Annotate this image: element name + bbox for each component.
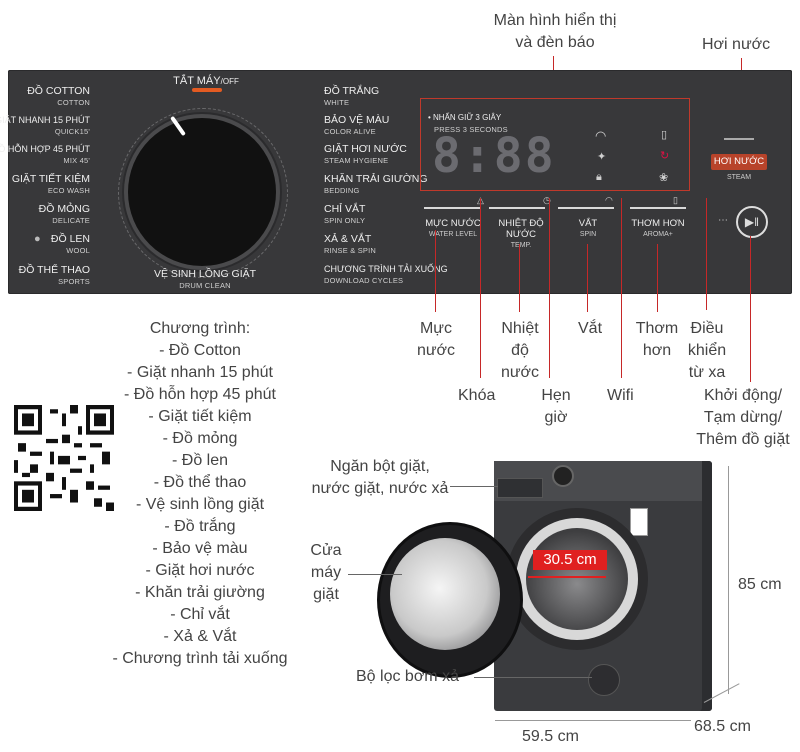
wifi-status-icon: ◠ — [595, 128, 607, 143]
door-glass — [390, 538, 500, 650]
program-list-item: - Đồ Cotton — [159, 342, 241, 359]
remote-icon: ▯ — [673, 195, 678, 205]
program-list-item: - Giặt nhanh 15 phút — [127, 364, 273, 381]
program-list-item: - Đồ trắng — [164, 518, 236, 535]
program-list-item: - Xả & Vắt — [163, 628, 237, 645]
height-label: 85 cm — [738, 576, 782, 593]
program-list-item: - Bảo vệ màu — [152, 540, 248, 557]
detergent-drawer — [497, 478, 543, 498]
drain-filter — [588, 664, 620, 696]
lock-status-icon: 🔒︎ — [596, 171, 602, 183]
callout-wifi: Wifi — [607, 387, 634, 404]
drum — [526, 528, 628, 630]
program-list: Chương trình: - Đồ Cotton - Giặt nhanh 15… — [100, 318, 300, 670]
program-list-item: - Chương trình tải xuống — [112, 650, 288, 667]
timer-icon: ◷ — [543, 195, 551, 205]
program-list-item: - Chỉ vắt — [170, 606, 230, 623]
drum-width-measure — [528, 576, 606, 578]
sparkle-icon: ✦ — [597, 151, 607, 163]
callout-filter: Bộ lọc bơm xả — [356, 668, 459, 685]
off-label: TẮT MÁY/OFF — [173, 75, 239, 87]
phone-status-icon: ▯ — [661, 129, 668, 141]
callout-lock: Khóa — [458, 387, 496, 404]
callout-detergent: Ngăn bột giặt, nước giặt, nước xả — [311, 458, 449, 497]
program-list-title: Chương trình: — [149, 320, 251, 337]
callout-aroma: Thơm hơn — [635, 320, 679, 359]
steam-callout: Hơi nước — [702, 36, 771, 53]
callout-water-level: Mực nước — [416, 320, 456, 359]
wifi-icon: ◠ — [605, 195, 613, 205]
program-list-item: - Giặt hơi nước — [145, 562, 255, 579]
start-side-icon: ⋯ — [718, 215, 728, 226]
program-list-item: - Giặt tiết kiệm — [148, 408, 252, 425]
program-list-item: - Đồ len — [171, 452, 229, 469]
steam-button[interactable]: HƠI NƯỚC — [711, 154, 767, 170]
callout-remote: Điều khiển từ xa — [687, 320, 727, 381]
display-callout: Màn hình hiển thị và đèn báo — [493, 12, 617, 51]
callout-start: Khởi động/ Tạm dừng/ Thêm đồ giặt — [696, 387, 790, 448]
callout-temp: Nhiệt độ nước — [500, 320, 540, 381]
callout-door: Cửa máy giặt — [310, 542, 342, 603]
sync-status-icon: ↻ — [660, 150, 670, 162]
program-list-item: - Đồ mỏng — [162, 430, 238, 447]
energy-label — [630, 508, 648, 536]
digit-display: 8:88 — [432, 128, 556, 184]
steam-button-sub: STEAM — [726, 174, 752, 181]
callout-spin: Vắt — [578, 320, 603, 337]
machine-knob — [552, 465, 574, 487]
program-list-item: - Vệ sinh lồng giặt — [135, 496, 265, 513]
aroma-status-icon: ❀ — [659, 172, 669, 184]
callout-timer: Hẹn giờ — [541, 387, 571, 426]
depth-label: 68.5 cm — [694, 718, 751, 735]
program-list-item: - Đồ thể thao — [153, 474, 247, 491]
wool-icon: ● — [34, 233, 41, 245]
width-label: 59.5 cm — [522, 728, 579, 745]
drum-width-label: 30.5 cm — [533, 550, 607, 570]
program-list-item: - Khăn trải giường — [135, 584, 265, 601]
qr-code — [14, 405, 114, 511]
program-dial[interactable] — [128, 118, 276, 266]
start-pause-button[interactable]: ▶︎ǁ — [736, 206, 768, 238]
dial-rim — [118, 108, 288, 278]
program-list-item: - Đồ hỗn hợp 45 phút — [124, 386, 276, 403]
display-area — [420, 98, 690, 191]
